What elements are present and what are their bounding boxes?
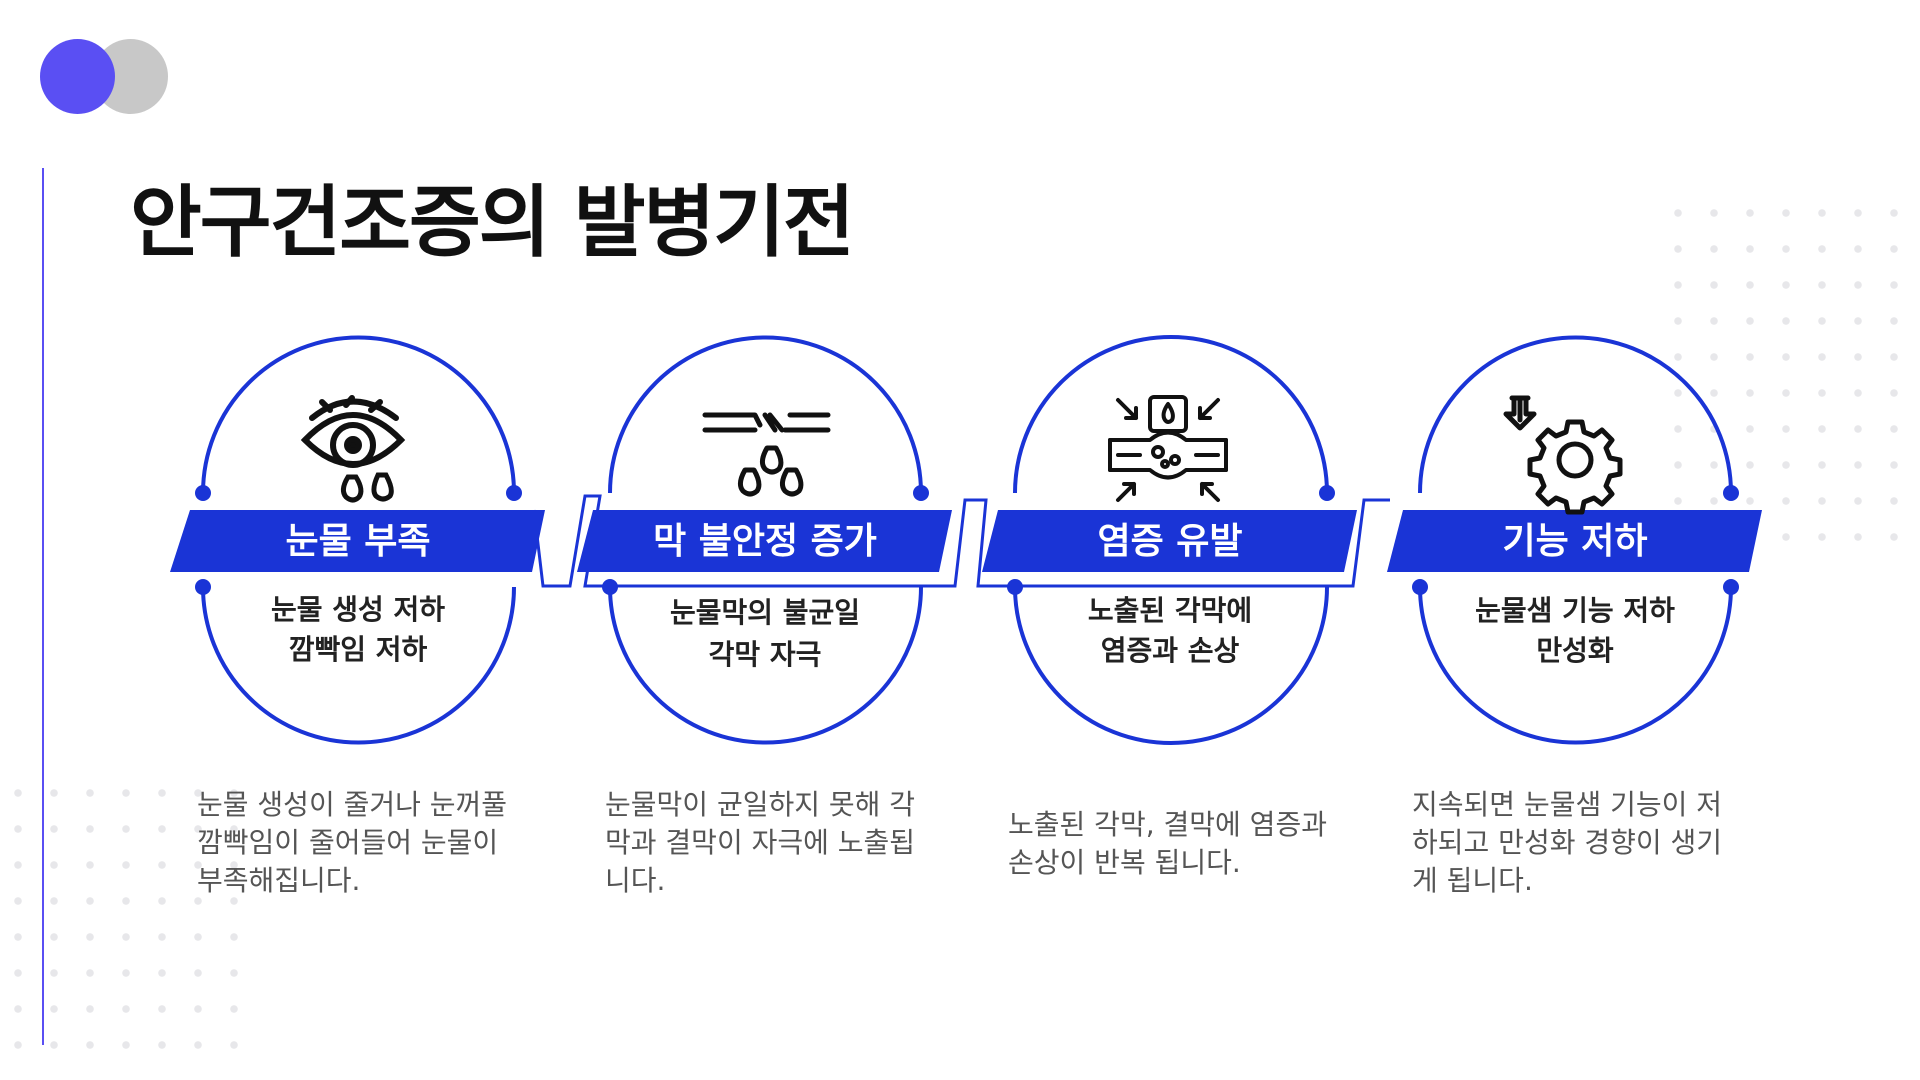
step-description-3: 노출된 각막, 결막에 염증과 손상이 반복 됩니다. bbox=[1008, 808, 1327, 879]
step-card-3: 염증 유발 노출된 각막에 염증과 손상 bbox=[982, 335, 1357, 745]
step-label-3: 염증 유발 bbox=[1097, 521, 1242, 562]
step-card-4: 기능 저하 눈물샘 기능 저하 만성화 bbox=[1387, 335, 1762, 745]
step-subtitle-4a: 눈물샘 기능 저하 bbox=[1475, 594, 1675, 627]
step-description-4: 지속되면 눈물샘 기능이 저하되고 만성화 경향이 생기게 됩니다. bbox=[1412, 788, 1723, 897]
step-banner-4 bbox=[1387, 510, 1762, 572]
step-label-2: 막 불안정 증가 bbox=[653, 521, 877, 562]
gear-down-icon bbox=[1503, 395, 1623, 515]
decor-dot-grid-right bbox=[1660, 195, 1920, 555]
step-banner-3 bbox=[982, 510, 1357, 572]
step-card-2: 막 불안정 증가 눈물막의 불균일 각막 자극 bbox=[577, 335, 952, 745]
step-card-1: 눈물 부족 눈물 생성 저하 깜빡임 저하 bbox=[170, 335, 545, 745]
step-label-1: 눈물 부족 bbox=[285, 521, 430, 562]
step-subtitle-2b: 각막 자극 bbox=[709, 638, 822, 671]
step-subtitle-1b: 깜빡임 저하 bbox=[289, 633, 428, 666]
step-subtitle-3a: 노출된 각막에 bbox=[1088, 594, 1252, 627]
decor-dot-grid-left bbox=[0, 775, 260, 1075]
step-description-2: 눈물막이 균일하지 못해 각막과 결막이 자극에 노출됩니다. bbox=[605, 788, 916, 897]
accent-vertical-line bbox=[42, 168, 44, 1045]
step-subtitle-1a: 눈물 생성 저하 bbox=[271, 593, 445, 626]
step-subtitle-3b: 염증과 손상 bbox=[1101, 634, 1240, 667]
step-subtitle-2a: 눈물막의 불균일 bbox=[670, 596, 860, 629]
inflamed-tissue-icon bbox=[1108, 395, 1228, 502]
water-drops-icon bbox=[702, 412, 831, 497]
step-description-1: 눈물 생성이 줄거나 눈꺼풀 깜빡임이 줄어들어 눈물이 부족해집니다. bbox=[197, 788, 508, 897]
step-subtitle-4b: 만성화 bbox=[1536, 634, 1614, 667]
decor-circle-blue bbox=[40, 39, 115, 114]
step-banner-1 bbox=[170, 510, 545, 572]
step-label-4: 기능 저하 bbox=[1502, 521, 1647, 562]
page-title: 안구건조증의 발병기전 bbox=[130, 178, 855, 268]
crying-eye-icon bbox=[300, 395, 406, 503]
step-banner-2 bbox=[577, 510, 952, 572]
